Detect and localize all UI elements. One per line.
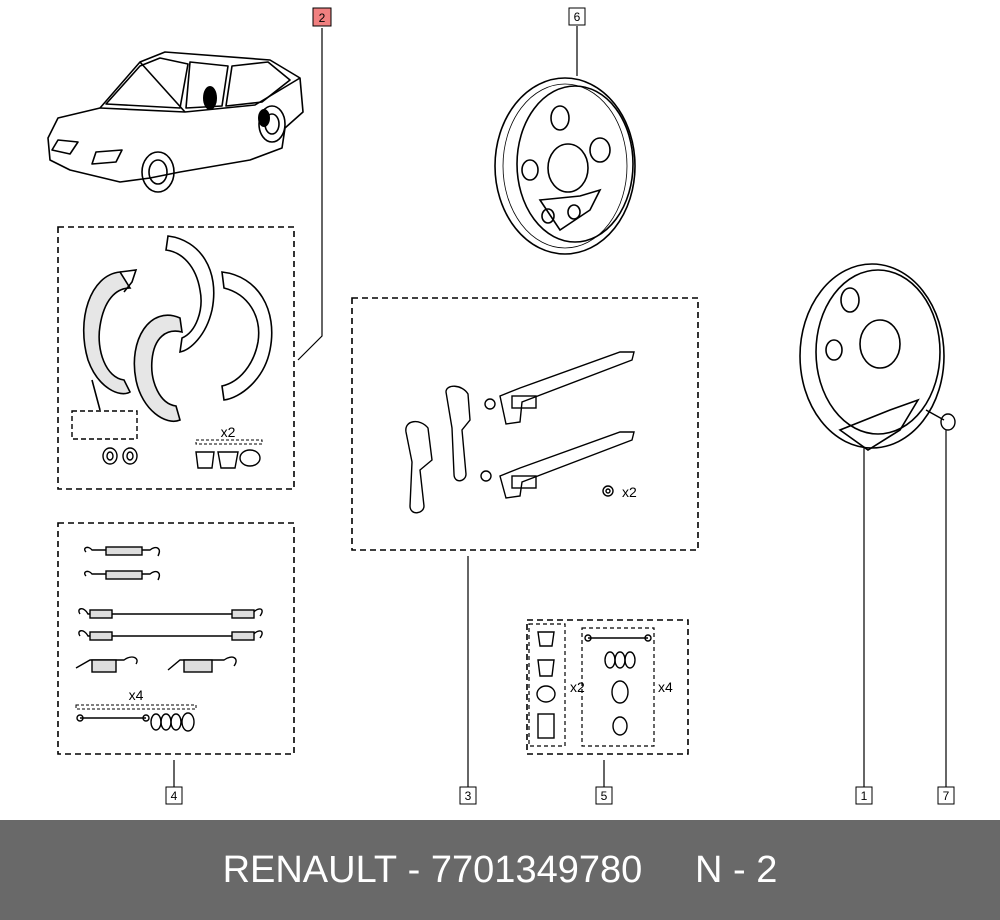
callout-1[interactable]: 1	[855, 786, 873, 805]
footer-gap	[642, 849, 695, 892]
footer-brand: RENAULT	[222, 848, 398, 891]
spring-kit-qty-label: x4	[129, 687, 144, 703]
shoe-kit-subgroup-box	[71, 410, 138, 440]
rear-wheel-marker	[203, 86, 217, 110]
footer-part-number: 7701349780	[430, 848, 643, 891]
svg-text:5: 5	[601, 789, 608, 803]
fitting-kit-right-qty-label: x4	[658, 679, 673, 695]
mounting-bolt-7	[925, 409, 956, 431]
svg-text:1: 1	[861, 789, 868, 803]
callout-2[interactable]: 2	[312, 7, 332, 27]
spring-kit-parts	[75, 546, 263, 732]
fitting-kit-right-bracket	[581, 627, 655, 747]
adjuster-qty-label: x2	[622, 484, 637, 500]
svg-text:2: 2	[319, 11, 326, 25]
svg-text:3: 3	[465, 789, 472, 803]
shoe-kit-small-parts	[102, 447, 261, 469]
fitting-kit-left-qty-label: x2	[570, 679, 585, 695]
shoe-kit-group-box	[57, 226, 295, 490]
svg-text:6: 6	[574, 10, 581, 24]
adjuster-group-box	[351, 297, 699, 551]
footer-separator: -	[397, 848, 431, 891]
adjuster-parts	[405, 351, 635, 514]
brake-shoe-set	[82, 235, 273, 422]
callout-6[interactable]: 6	[568, 7, 586, 26]
callout-3[interactable]: 3	[459, 786, 477, 805]
backing-plate-6	[494, 77, 636, 255]
spring-kit-qty-box	[75, 704, 197, 710]
spring-kit-group-box	[57, 522, 295, 755]
fitting-kit-left-bracket	[528, 623, 566, 747]
shoe-kit-qty-box	[195, 439, 263, 445]
parts-diagram: x2 x4	[47, 7, 956, 805]
callout-4[interactable]: 4	[165, 786, 183, 805]
fitting-kit-parts	[536, 631, 652, 739]
leader-lines	[173, 26, 947, 787]
backing-plate-1	[799, 263, 945, 451]
shoe-kit-qty-label: x2	[221, 424, 236, 440]
svg-text:4: 4	[171, 789, 178, 803]
rear-arch-marker	[258, 109, 270, 127]
footer-position-label: N - 2	[695, 848, 778, 891]
car-illustration	[47, 51, 304, 193]
footer-bar: RENAULT - 7701349780 N - 2	[0, 820, 1000, 920]
fitting-kit-group-box	[526, 619, 689, 755]
callout-7[interactable]: 7	[937, 786, 955, 805]
svg-text:7: 7	[943, 789, 950, 803]
callout-5[interactable]: 5	[595, 786, 613, 805]
